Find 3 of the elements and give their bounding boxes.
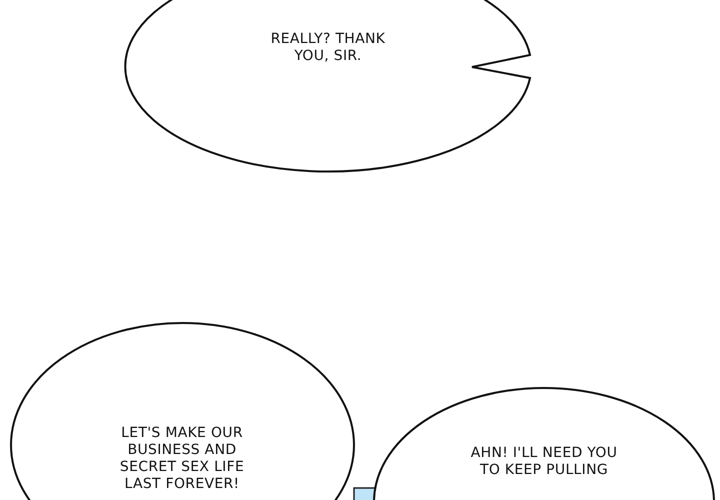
speech-text: LET'S MAKE OUR BUSINESS AND SECRET SEX LIFE LAST FOREVER! <box>118 425 246 493</box>
speech-text: REALLY? THANK YOU, SIR. <box>270 31 386 65</box>
speech-text: AHN! I'LL NEED YOU TO KEEP PULLING <box>470 445 618 479</box>
